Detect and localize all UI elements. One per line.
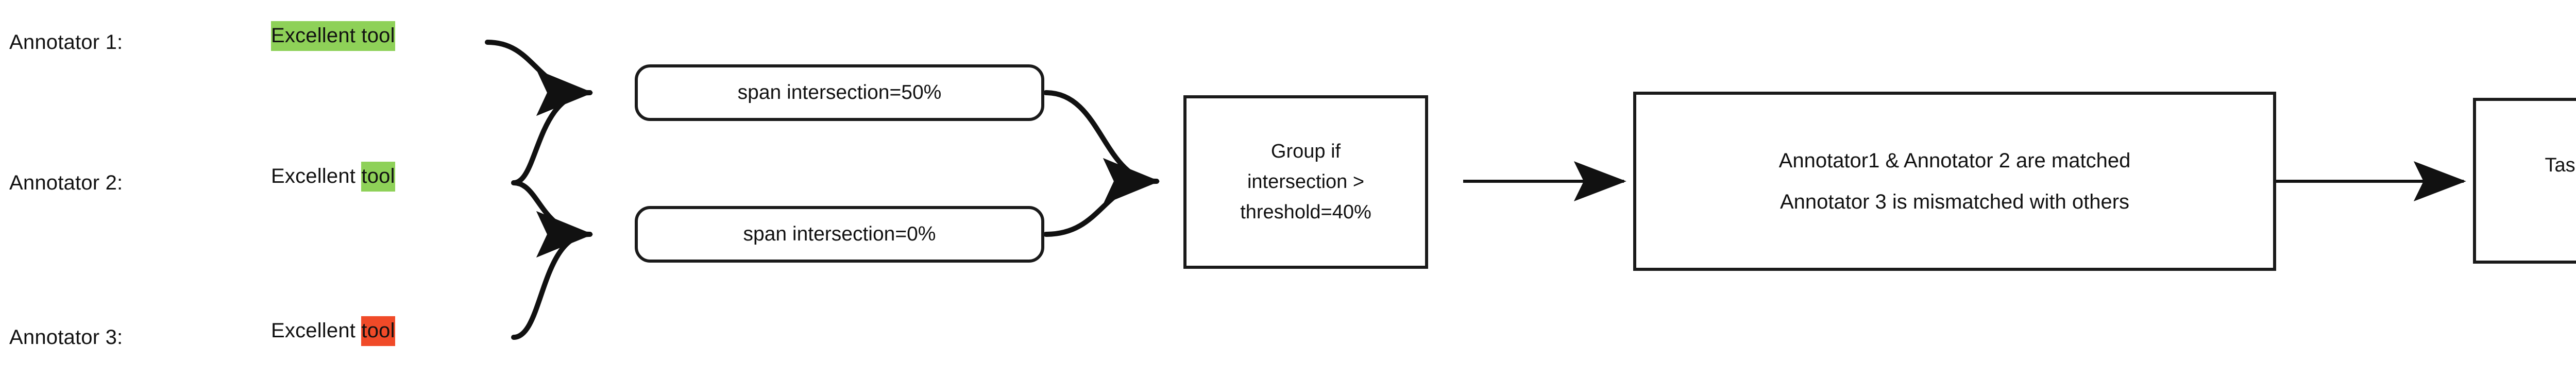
annotator-1-highlight-green: Excellent tool — [271, 21, 395, 51]
annotator-row-1: Annotator 1: — [9, 24, 123, 60]
annotator-1-span-text: Excellent tool — [271, 21, 395, 51]
node-group-rule[interactable]: Group if intersection > threshold=40% — [1183, 95, 1428, 269]
annotator-row-2: Annotator 2: — [9, 165, 123, 201]
annotator-3-highlight-red: tool — [361, 316, 395, 346]
edge-annotator1-to-span-top — [485, 40, 594, 116]
annotator-3-span-text: Excellent tool — [271, 316, 395, 346]
node-task-agreement[interactable]: Task agreement: 2/3=67% — [2473, 98, 2576, 264]
annotator-1-label: Annotator 1: — [9, 30, 123, 54]
edge-annotator3-to-span-bottom — [511, 211, 593, 340]
node-span-intersection-top-label: span intersection=50% — [737, 81, 942, 104]
edge-annotator2-to-span-top — [511, 70, 593, 185]
node-match-result[interactable]: Annotator1 & Annotator 2 are matched Ann… — [1633, 92, 2276, 271]
annotator-2-label: Annotator 2: — [9, 171, 123, 194]
annotator-3-label: Annotator 3: — [9, 325, 123, 349]
edge-span-top-to-group — [1043, 90, 1160, 204]
node-span-intersection-bottom[interactable]: span intersection=0% — [635, 206, 1044, 263]
edge-annotator2-to-span-bottom — [511, 180, 594, 257]
node-task-agreement-label: Task agreement: 2/3=67% — [2545, 154, 2576, 177]
annotator-3-plain-prefix: Excellent — [271, 319, 362, 342]
annotator-row-3: Annotator 3: — [9, 319, 123, 355]
node-match-result-label: Annotator1 & Annotator 2 are matched Ann… — [1778, 149, 2131, 213]
annotator-2-highlight-green: tool — [361, 162, 395, 192]
node-span-intersection-bottom-label: span intersection=0% — [743, 223, 936, 246]
edge-span-bottom-to-group — [1043, 158, 1160, 237]
node-span-intersection-top[interactable]: span intersection=50% — [635, 64, 1044, 121]
annotator-2-span-text: Excellent tool — [271, 162, 395, 192]
annotator-2-plain-prefix: Excellent — [271, 165, 362, 187]
node-group-rule-label: Group if intersection > threshold=40% — [1240, 141, 1371, 223]
